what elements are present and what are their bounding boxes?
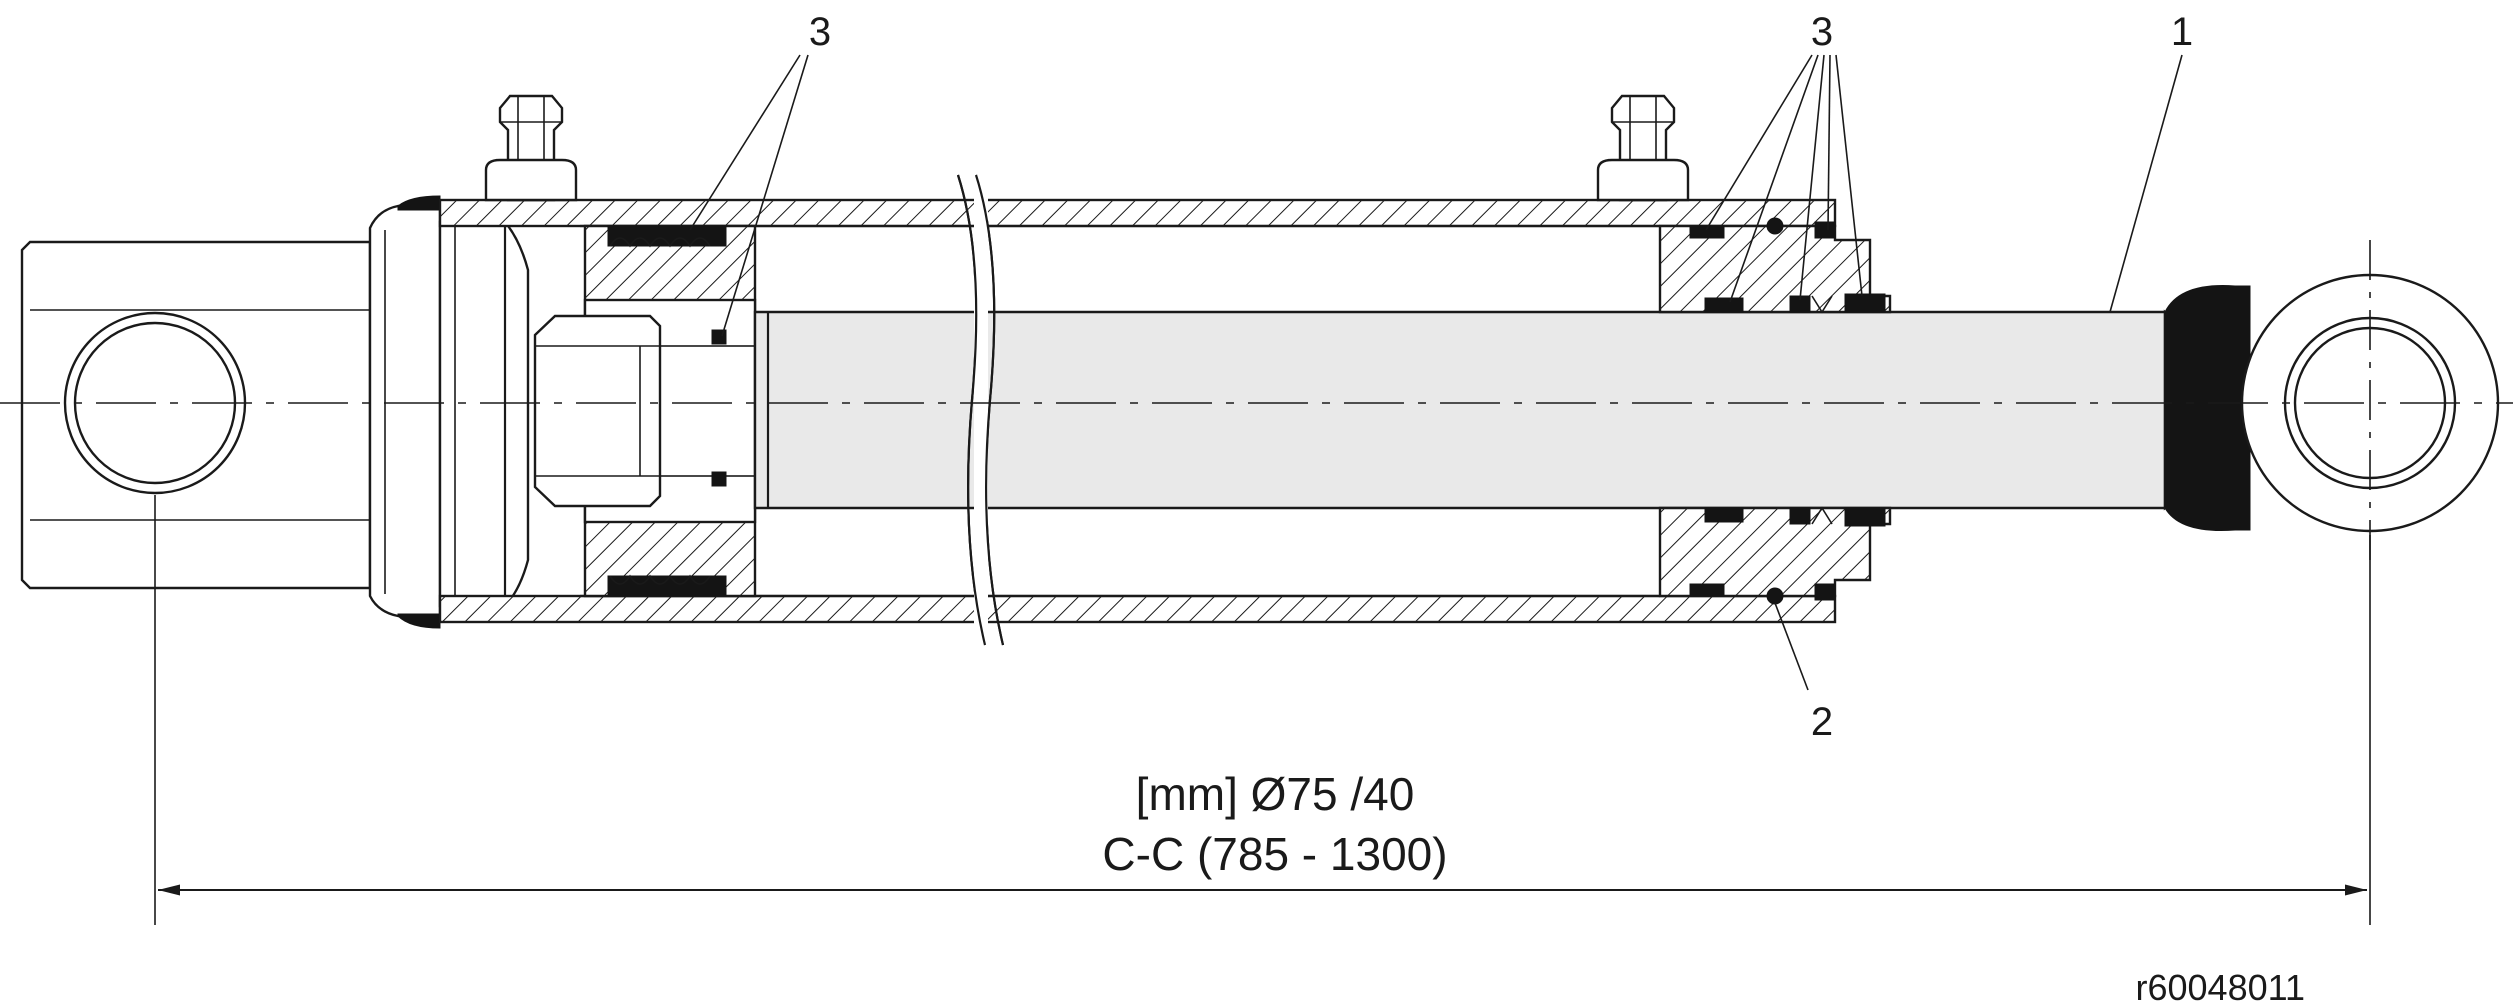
port-right <box>1596 94 1690 202</box>
callout-3-head: 3 <box>1811 10 1833 54</box>
drawing-reference: r60048011 <box>2136 967 2306 1007</box>
callout-2-oring: 2 <box>1811 700 1833 744</box>
cc-dimension <box>154 495 2371 925</box>
piston <box>533 224 757 598</box>
end-cap <box>438 220 530 608</box>
port-left <box>484 94 578 202</box>
callout-3-piston: 3 <box>809 10 831 54</box>
cylinder-tube <box>438 198 1837 624</box>
bore-rod-label: [mm] Ø75 /40 <box>1136 768 1415 820</box>
break-lines <box>956 174 1005 646</box>
leader-lines <box>689 54 2183 691</box>
center-to-center-label: C-C (785 - 1300) <box>1102 828 1447 880</box>
callout-1-rod: 1 <box>2171 10 2193 54</box>
cylinder-head <box>1658 217 1892 605</box>
clevis-end <box>20 195 442 629</box>
